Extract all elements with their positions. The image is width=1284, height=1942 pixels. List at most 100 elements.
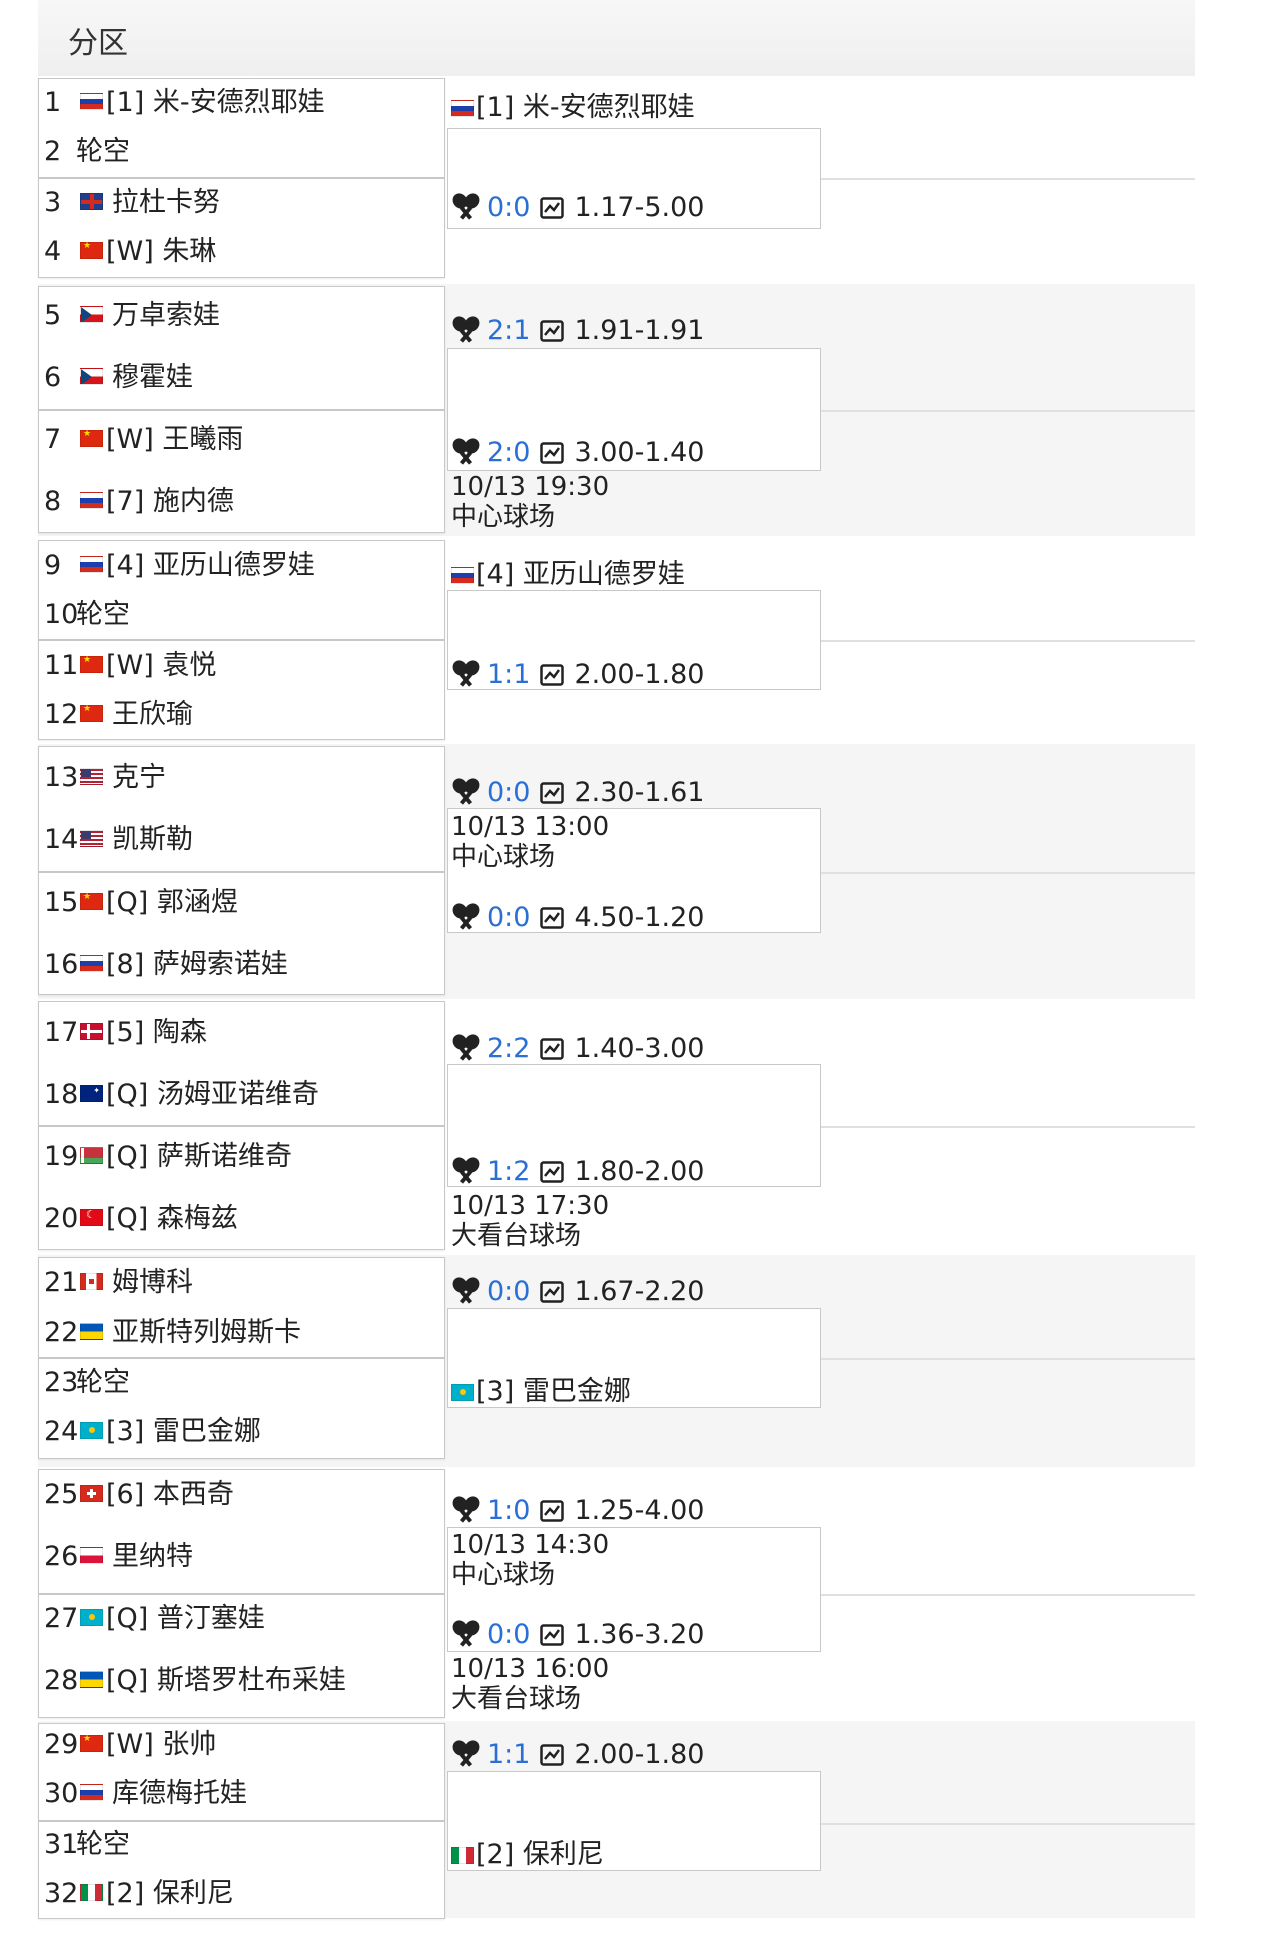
trend-chart-icon[interactable] bbox=[540, 904, 565, 929]
player-row[interactable]: 28[Q] 斯塔罗杜布采娃 bbox=[38, 1658, 445, 1704]
first-round-match[interactable] bbox=[38, 1358, 445, 1459]
crossed-rackets-icon[interactable] bbox=[451, 777, 481, 807]
trend-chart-icon[interactable] bbox=[540, 1741, 565, 1766]
head-to-head-score[interactable]: 0:0 bbox=[487, 777, 531, 808]
trend-chart-icon[interactable] bbox=[540, 661, 565, 686]
player-row[interactable]: 32[2] 保利尼 bbox=[38, 1871, 445, 1917]
second-round-slot[interactable] bbox=[447, 1064, 821, 1187]
trend-chart-icon[interactable] bbox=[540, 194, 565, 219]
trend-chart-icon[interactable] bbox=[540, 1278, 565, 1303]
crossed-rackets-icon[interactable] bbox=[451, 1495, 481, 1525]
first-round-match[interactable] bbox=[38, 746, 445, 872]
first-round-match[interactable] bbox=[38, 1001, 445, 1126]
first-round-match[interactable] bbox=[38, 540, 445, 640]
head-to-head-score[interactable]: 0:0 bbox=[487, 902, 531, 933]
first-round-match[interactable] bbox=[38, 1257, 445, 1358]
crossed-rackets-icon[interactable] bbox=[451, 1276, 481, 1306]
first-round-match[interactable] bbox=[38, 410, 445, 533]
crossed-rackets-icon[interactable] bbox=[451, 315, 481, 345]
player-row[interactable]: 12王欣瑜 bbox=[38, 692, 445, 738]
second-round-slot[interactable] bbox=[447, 590, 821, 690]
crossed-rackets-icon[interactable] bbox=[451, 1033, 481, 1063]
second-round-slot[interactable] bbox=[447, 1308, 821, 1408]
player-row[interactable]: 1[1] 米-安德烈耶娃 bbox=[38, 80, 445, 126]
first-round-match[interactable] bbox=[38, 286, 445, 410]
first-round-match[interactable] bbox=[38, 78, 445, 178]
player-row[interactable]: 25[6] 本西奇 bbox=[38, 1472, 445, 1518]
head-to-head-score[interactable]: 1:2 bbox=[487, 1156, 531, 1187]
second-round-slot[interactable] bbox=[447, 808, 821, 933]
head-to-head-score[interactable]: 0:0 bbox=[487, 1619, 531, 1650]
second-round-slot[interactable] bbox=[447, 1771, 821, 1871]
crossed-rackets-icon[interactable] bbox=[451, 437, 481, 467]
trend-chart-icon[interactable] bbox=[540, 779, 565, 804]
first-round-match[interactable] bbox=[38, 1821, 445, 1919]
advancing-player[interactable]: [4] 亚历山德罗娃 bbox=[451, 558, 685, 592]
first-round-match[interactable] bbox=[38, 1469, 445, 1594]
first-round-match[interactable] bbox=[38, 1126, 445, 1250]
first-round-match[interactable] bbox=[38, 640, 445, 740]
player-row[interactable]: 19[Q] 萨斯诺维奇 bbox=[38, 1134, 445, 1180]
player-row[interactable]: 29[W] 张帅 bbox=[38, 1722, 445, 1768]
advancing-player[interactable]: [2] 保利尼 bbox=[451, 1838, 604, 1872]
player-row[interactable]: 17[5] 陶森 bbox=[38, 1010, 445, 1056]
player-row[interactable]: 4[W] 朱琳 bbox=[38, 229, 445, 275]
advancing-player[interactable]: [3] 雷巴金娜 bbox=[451, 1375, 631, 1409]
first-round-match[interactable] bbox=[38, 1723, 445, 1821]
first-round-match[interactable] bbox=[38, 1594, 445, 1718]
trend-chart-icon[interactable] bbox=[540, 1158, 565, 1183]
head-to-head-score[interactable]: 0:0 bbox=[487, 192, 531, 223]
first-round-match[interactable] bbox=[38, 872, 445, 995]
trend-chart-icon[interactable] bbox=[540, 1497, 565, 1522]
crossed-rackets-icon[interactable] bbox=[451, 1156, 481, 1186]
head-to-head-score[interactable]: 2:0 bbox=[487, 437, 531, 468]
crossed-rackets-icon[interactable] bbox=[451, 902, 481, 932]
advancing-player[interactable]: [1] 米-安德烈耶娃 bbox=[451, 91, 695, 125]
trend-chart-icon[interactable] bbox=[540, 317, 565, 342]
head-to-head-score[interactable]: 0:0 bbox=[487, 1276, 531, 1307]
second-round-slot[interactable] bbox=[447, 128, 821, 229]
head-to-head-score[interactable]: 1:0 bbox=[487, 1495, 531, 1526]
trend-chart-icon[interactable] bbox=[540, 1035, 565, 1060]
player-row[interactable]: 7[W] 王曦雨 bbox=[38, 417, 445, 463]
trend-chart-icon[interactable] bbox=[540, 439, 565, 464]
crossed-rackets-icon[interactable] bbox=[451, 192, 481, 222]
player-row[interactable]: 27[Q] 普汀塞娃 bbox=[38, 1596, 445, 1642]
second-round-slot[interactable] bbox=[447, 348, 821, 471]
player-row[interactable]: 20[Q] 森梅兹 bbox=[38, 1196, 445, 1242]
player-row[interactable]: 15[Q] 郭涵煜 bbox=[38, 880, 445, 926]
head-to-head-score[interactable]: 2:2 bbox=[487, 1033, 531, 1064]
head-to-head-score[interactable]: 2:1 bbox=[487, 315, 531, 346]
head-to-head-score[interactable]: 1:1 bbox=[487, 659, 531, 690]
player-row[interactable]: 16[8] 萨姆索诺娃 bbox=[38, 942, 445, 988]
player-row[interactable]: 11[W] 袁悦 bbox=[38, 643, 445, 689]
head-to-head-score[interactable]: 1:1 bbox=[487, 1739, 531, 1770]
player-row[interactable]: 8[7] 施内德 bbox=[38, 479, 445, 525]
first-round-match[interactable] bbox=[38, 178, 445, 278]
trend-chart-icon[interactable] bbox=[540, 1621, 565, 1646]
player-row[interactable]: 18[Q] 汤姆亚诺维奇 bbox=[38, 1072, 445, 1118]
player-row[interactable]: 24[3] 雷巴金娜 bbox=[38, 1409, 445, 1455]
